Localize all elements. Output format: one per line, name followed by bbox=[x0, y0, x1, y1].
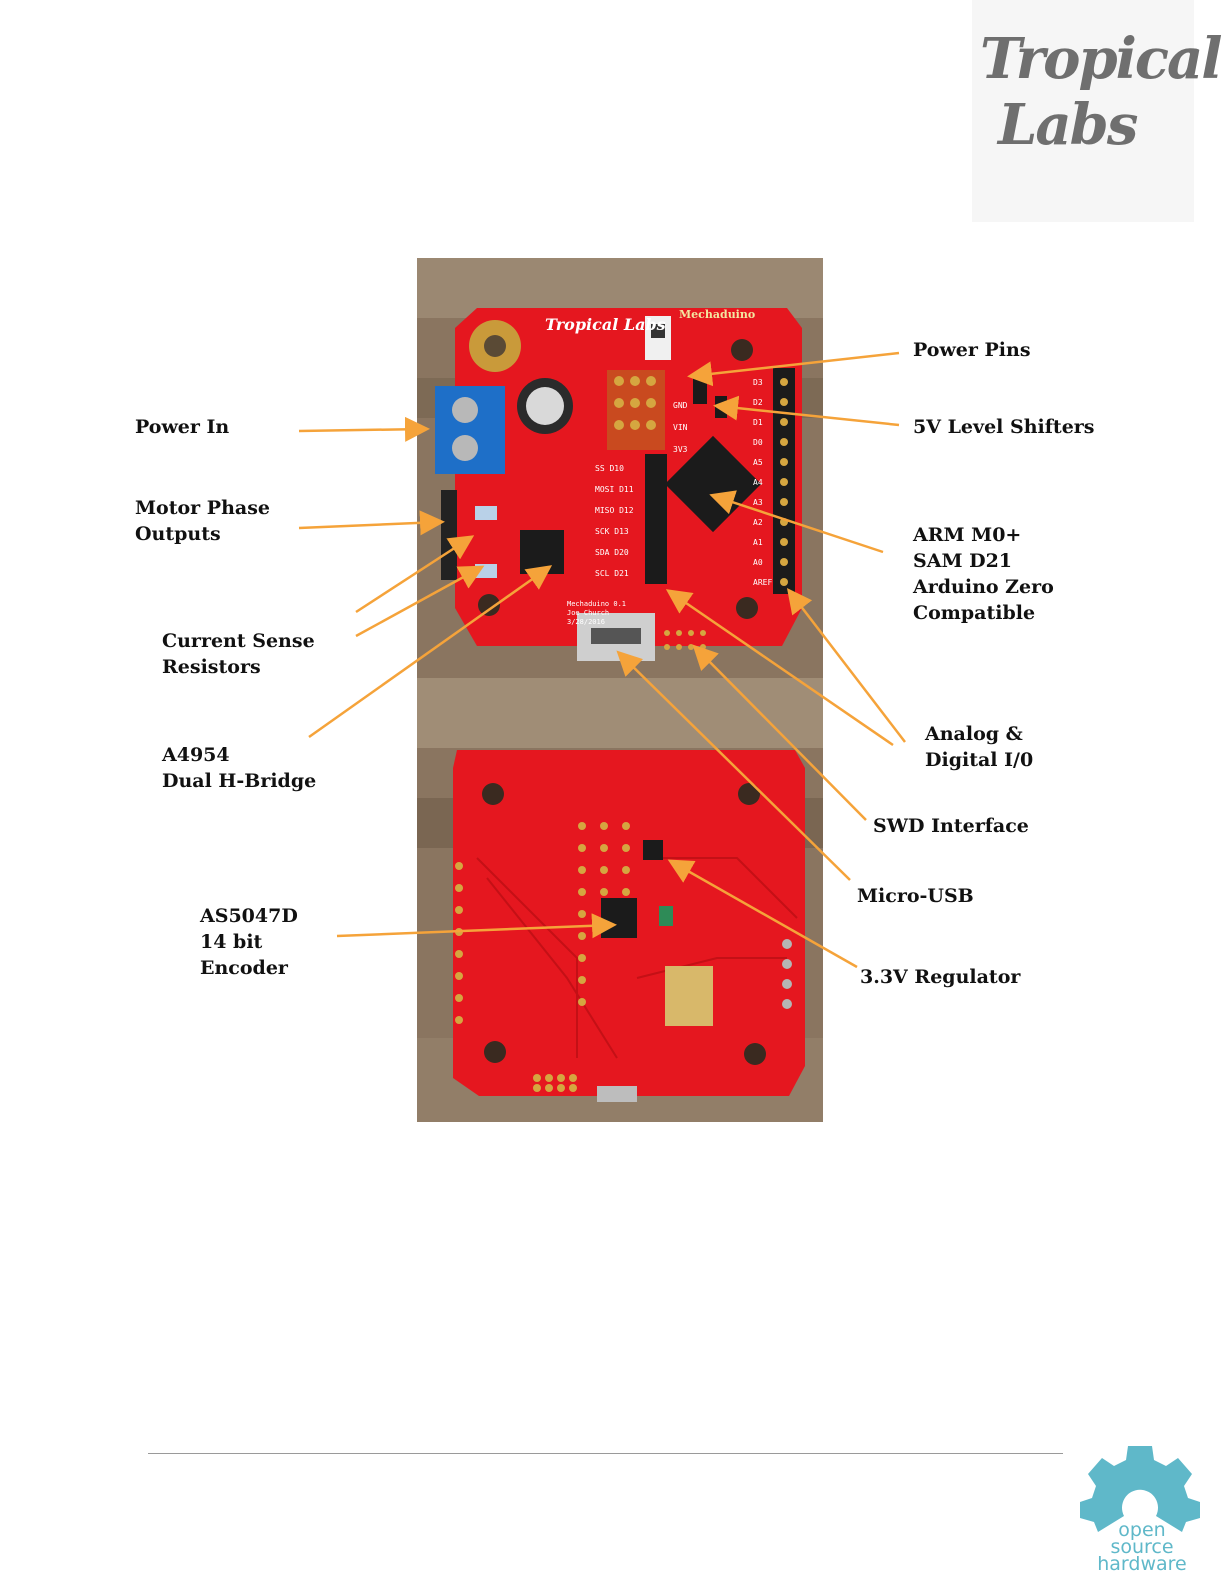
label-power-pins: Power Pins bbox=[913, 339, 1031, 361]
logo-line-1: Tropical bbox=[980, 26, 1223, 92]
silk-right-pin-6: A3 bbox=[753, 498, 763, 507]
silk-power-pin-1: VIN bbox=[673, 423, 688, 432]
label-power-in: Power In bbox=[135, 416, 230, 438]
label-5v-level-shifters: 5V Level Shifters bbox=[913, 416, 1095, 438]
silk-power-pin-2: 3V3 bbox=[673, 445, 688, 454]
silk-mid-pin-1: MOSI D11 bbox=[595, 485, 634, 494]
label-3v3-regulator: 3.3V Regulator bbox=[860, 966, 1021, 988]
osh-line-1: open source bbox=[1110, 1519, 1174, 1558]
silk-right-pin-7: A2 bbox=[753, 518, 763, 527]
silk-mid-pin-4: SDA D20 bbox=[595, 548, 629, 557]
silk-mid-pin-0: SS D10 bbox=[595, 464, 624, 473]
silk-version: Mechaduino 0.1 bbox=[567, 600, 626, 608]
silk-right-pin-1: D2 bbox=[753, 398, 763, 407]
open-source-hardware-gear-icon bbox=[1080, 1446, 1200, 1532]
logo-line-2: Labs bbox=[998, 92, 1138, 158]
silk-power-pin-0: GND bbox=[673, 401, 688, 410]
open-source-hardware-text: open source hardware bbox=[1084, 1519, 1200, 1575]
silk-product: Mechaduino bbox=[679, 308, 755, 321]
footer-rule bbox=[148, 1453, 1063, 1454]
silk-right-pin-4: A5 bbox=[753, 458, 763, 467]
silk-author: Joe Church bbox=[567, 609, 609, 617]
silk-right-pin-10: AREF bbox=[753, 578, 772, 587]
label-motor-phase-outputs: Motor Phase Outputs bbox=[135, 497, 270, 545]
silk-mid-pin-3: SCK D13 bbox=[595, 527, 629, 536]
silk-mid-pin-5: SCL D21 bbox=[595, 569, 629, 578]
label-current-sense-resistors: Current Sense Resistors bbox=[162, 630, 315, 678]
label-micro-usb: Micro-USB bbox=[857, 885, 974, 907]
mechaduino-board-photo: Tropical Labs Mechaduino Mechaduino 0.1 … bbox=[417, 258, 823, 1122]
silk-right-pin-5: A4 bbox=[753, 478, 763, 487]
silk-right-pin-3: D0 bbox=[753, 438, 763, 447]
silk-right-pin-0: D3 bbox=[753, 378, 763, 387]
silk-brand: Tropical Labs bbox=[545, 315, 666, 334]
osh-line-2: hardware bbox=[1097, 1553, 1187, 1575]
label-analog-digital-io: Analog & Digital I/0 bbox=[925, 723, 1034, 771]
silk-mid-pin-2: MISO D12 bbox=[595, 506, 634, 515]
tropical-labs-logo: Tropical Labs bbox=[972, 0, 1223, 222]
label-arm-m0-sam-d21: ARM M0+ SAM D21 Arduino Zero Compatible bbox=[913, 524, 1054, 624]
silk-right-pin-8: A1 bbox=[753, 538, 763, 547]
label-as5047d-encoder: AS5047D 14 bit Encoder bbox=[200, 905, 298, 979]
silk-power-pins: GND VIN 3V3 bbox=[673, 401, 688, 454]
silk-right-pin-2: D1 bbox=[753, 418, 763, 427]
silk-right-pin-9: A0 bbox=[753, 558, 763, 567]
silk-date: 3/28/2016 bbox=[567, 618, 605, 626]
label-a4954-dual-h-bridge: A4954 Dual H-Bridge bbox=[162, 744, 317, 792]
arrow-power-in bbox=[298, 416, 430, 442]
label-swd-interface: SWD Interface bbox=[873, 815, 1029, 837]
